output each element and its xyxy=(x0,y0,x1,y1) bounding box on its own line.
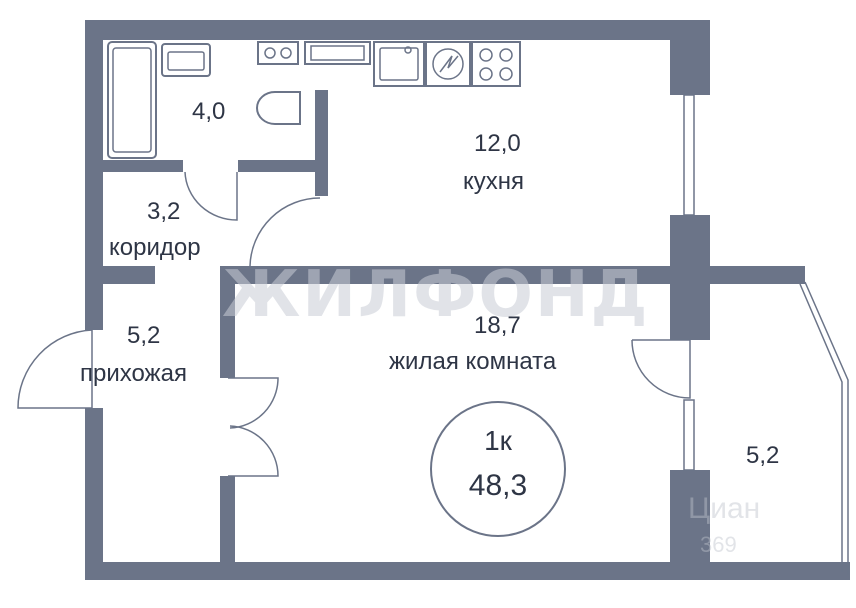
door-living-upper xyxy=(228,377,279,429)
stove xyxy=(471,41,521,87)
wall-corridor-bottom xyxy=(85,266,155,284)
watermark-cian: Циан xyxy=(688,492,761,525)
living-name: жилая комната xyxy=(389,348,557,375)
window-living xyxy=(683,399,695,471)
kitchen-sink-drain xyxy=(404,46,412,54)
toilet xyxy=(256,91,301,125)
kitchen-name: кухня xyxy=(463,168,525,195)
washer-left-dial-2 xyxy=(280,47,292,59)
door-entrance xyxy=(17,329,93,409)
corridor-area: 3,2 xyxy=(147,198,181,225)
wall-kitchen-living xyxy=(220,266,805,284)
door-living-lower xyxy=(228,425,279,477)
washer-left-dial-1 xyxy=(264,47,276,59)
kitchen-counter-inner xyxy=(310,45,365,61)
kitchen-sink xyxy=(373,41,425,87)
bathtub xyxy=(107,41,157,159)
bathroom-area: 4,0 xyxy=(192,98,226,125)
balcony-outline xyxy=(804,281,849,575)
hallway-name: прихожая xyxy=(80,360,187,387)
wall-bathroom-bottom-left xyxy=(85,160,183,172)
bathroom-sink-inner xyxy=(167,51,205,71)
wall-right-upper xyxy=(670,20,710,95)
balcony-area: 5,2 xyxy=(746,442,780,469)
badge-total-area: 48,3 xyxy=(468,469,528,502)
door-kitchen xyxy=(249,197,321,267)
stove-burner-3 xyxy=(479,67,493,81)
wall-left-upper xyxy=(85,20,103,330)
door-balcony xyxy=(631,339,691,399)
living-area: 18,7 xyxy=(474,312,521,339)
stove-burner-2 xyxy=(499,48,513,62)
wall-left-lower xyxy=(85,408,103,580)
door-bathroom xyxy=(184,171,238,221)
wall-bathroom-bottom-right xyxy=(238,160,328,172)
bathtub-inner xyxy=(112,47,152,153)
bathroom-sink xyxy=(161,43,211,77)
wall-living-left-lower xyxy=(220,476,235,580)
watermark-zhilfond: ЖИЛФОНД xyxy=(222,258,650,332)
watermark-cian-small: 369 xyxy=(700,532,737,557)
wall-bottom xyxy=(85,562,850,580)
kitchen-sink-basin xyxy=(379,47,419,81)
wall-living-left-upper xyxy=(220,266,235,378)
balcony-outline-inner xyxy=(799,283,843,572)
badge-room-count: 1к xyxy=(484,425,512,456)
stove-burner-4 xyxy=(499,67,513,81)
wall-bathroom-right xyxy=(315,90,328,196)
dishwasher xyxy=(425,41,471,87)
corridor-name: коридор xyxy=(109,234,201,261)
stove-burner-1 xyxy=(479,48,493,62)
dishwasher-circle xyxy=(432,48,464,80)
kitchen-counter xyxy=(304,41,371,65)
kitchen-area: 12,0 xyxy=(474,130,521,157)
apartment-summary-badge: 1к 48,3 xyxy=(430,401,566,537)
dishwasher-zigzag xyxy=(439,55,459,73)
washer-left xyxy=(257,41,299,65)
wall-top xyxy=(85,20,710,40)
window-kitchen xyxy=(683,94,695,216)
wall-right-lower xyxy=(670,470,710,580)
hallway-area: 5,2 xyxy=(127,322,161,349)
